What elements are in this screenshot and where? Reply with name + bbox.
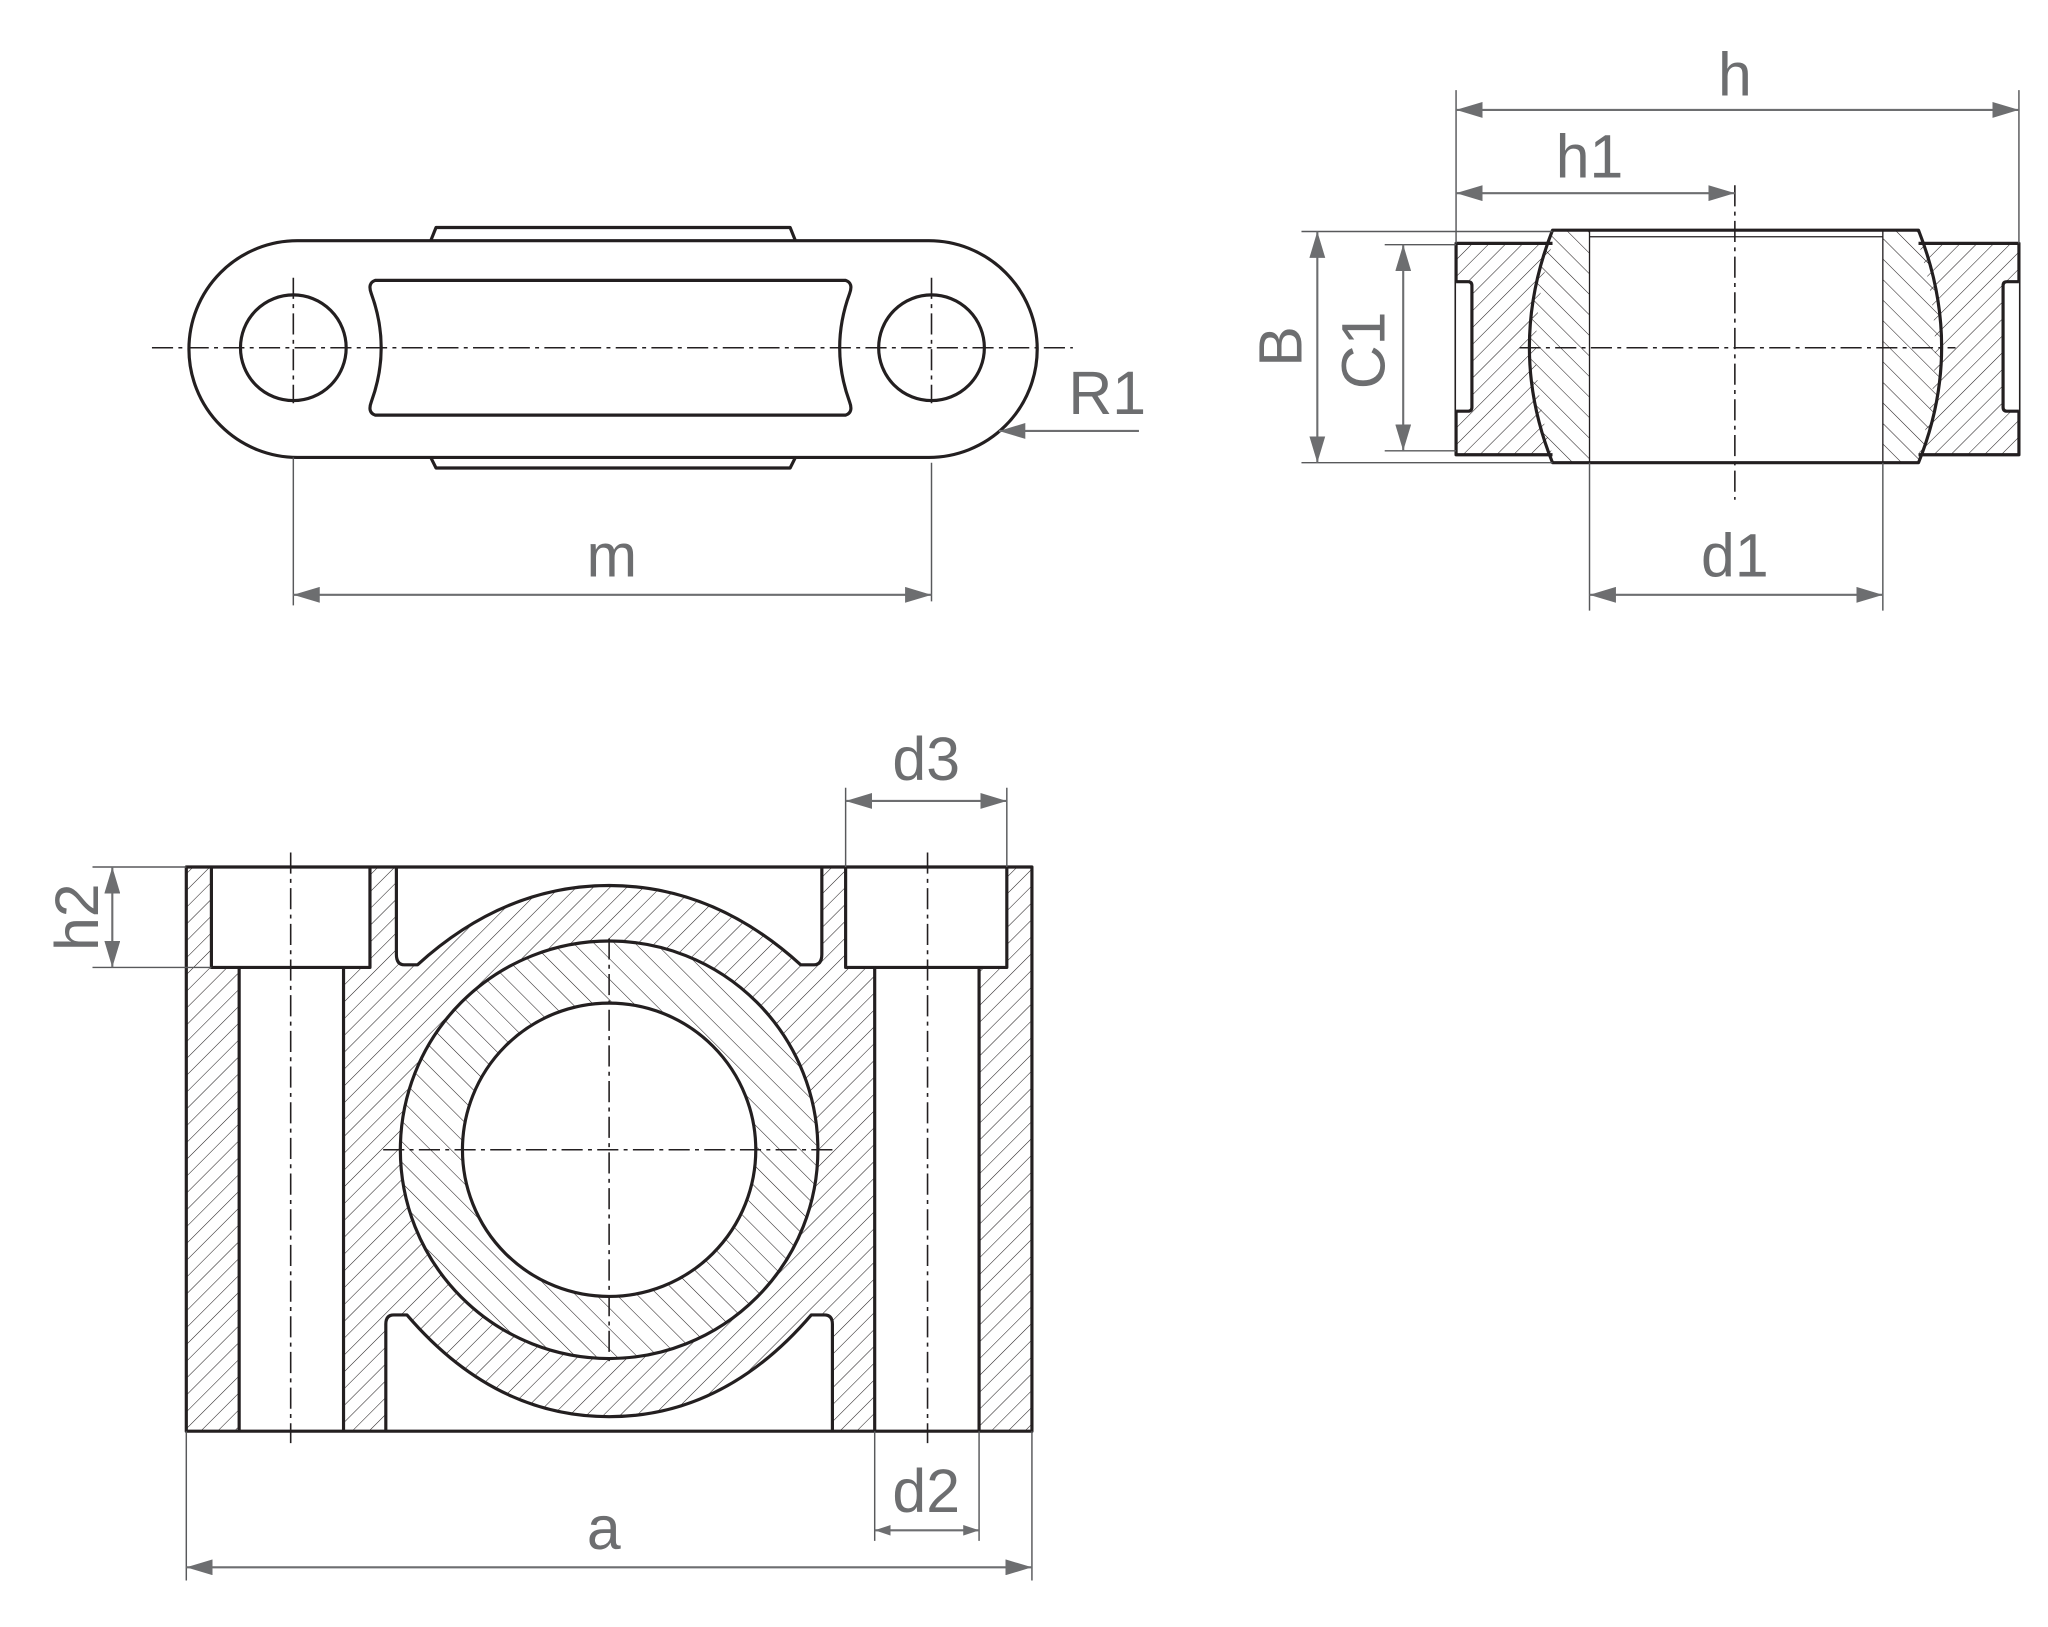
dimension-label-d1: d1 xyxy=(1701,521,1769,589)
through-hole-right xyxy=(873,967,981,1432)
front-section-view: d3 h2 a d2 xyxy=(43,725,1034,1581)
through-hole-left xyxy=(237,967,346,1432)
dimension-label-d2: d2 xyxy=(892,1457,960,1525)
center-slot xyxy=(368,278,853,417)
dimension-label-a: a xyxy=(587,1494,621,1562)
dimension-label-h2: h2 xyxy=(43,883,111,951)
dimension-label-m: m xyxy=(586,521,637,589)
bottom-boss xyxy=(429,456,797,470)
housing-section xyxy=(186,867,1032,1432)
groove-left xyxy=(1456,280,1474,413)
top-view: m R1 xyxy=(151,225,1146,606)
dimension-label-b: B xyxy=(1246,326,1314,367)
bottom-recess xyxy=(384,1313,834,1432)
dimension-label-c1: C1 xyxy=(1330,312,1398,390)
dimension-label-r1: R1 xyxy=(1068,359,1146,427)
top-boss xyxy=(429,225,797,242)
outer-ring-left xyxy=(1456,243,1553,455)
outer-ring-right xyxy=(1918,243,2019,455)
housing-outline xyxy=(184,865,1034,1433)
housing-outline xyxy=(187,239,1039,459)
inner-ball-right xyxy=(1882,230,1942,463)
dimension-label-h1: h1 xyxy=(1556,122,1624,190)
groove-right xyxy=(2001,280,2019,413)
counterbore-right xyxy=(844,867,1009,970)
dimension-label-d3: d3 xyxy=(892,725,960,793)
top-recess xyxy=(394,867,824,967)
dimension-label-h: h xyxy=(1718,40,1752,108)
inner-ball-left xyxy=(1529,230,1590,463)
inner-ball-outline xyxy=(1527,228,1944,465)
side-section-view: h h1 B C1 d1 xyxy=(1246,40,2021,611)
